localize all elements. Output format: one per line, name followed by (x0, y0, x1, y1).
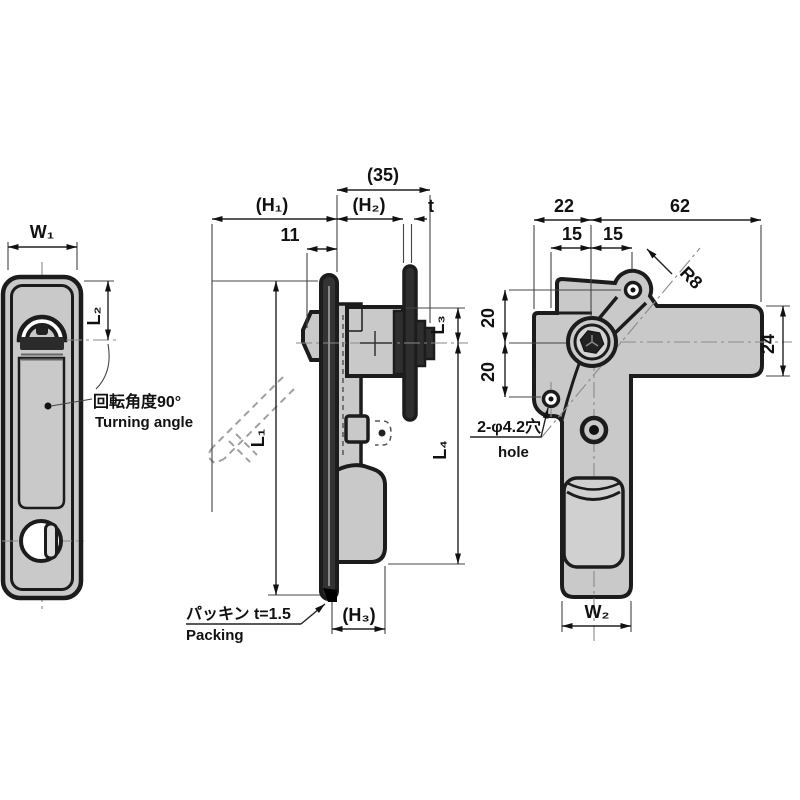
dim-label-20a: 20 (478, 308, 498, 328)
latch-lower-body (335, 463, 387, 564)
leader-dot (44, 402, 52, 410)
handle-rear-arc (566, 481, 621, 491)
dim-label-62: 62 (670, 196, 690, 216)
handle-front-inner-rim (10, 284, 74, 591)
dim-label-r8: R8 (676, 263, 706, 293)
holes-annotation: 2-φ4.2穴 hole (470, 407, 549, 461)
hidden-keyway-dot (378, 429, 386, 437)
dim-r8: R8 (646, 248, 706, 293)
turning-angle-en: Turning angle (95, 414, 193, 431)
packing-label-jp: パッキン t=1.5 (186, 605, 291, 623)
dim-20-20: 20 20 (478, 289, 621, 398)
turning-angle-annotation: 回転角度90° Turning angle (44, 392, 193, 431)
mounting-hole-upper-center (630, 287, 636, 293)
dim-label-11: 11 (280, 225, 299, 245)
dim-15-15: 15 15 (550, 224, 633, 308)
dim-label-h2: (H₂) (353, 195, 386, 215)
holes-label-en: hole (498, 444, 529, 461)
open-handle-phantom (208, 376, 295, 465)
dim-label-20b: 20 (478, 362, 498, 382)
key-slot (44, 522, 58, 560)
grip-serration-band (20, 337, 64, 350)
hidden-keyway (375, 420, 392, 446)
dim-label-35: (35) (367, 165, 399, 185)
rear-view: 22 62 15 15 20 20 24 R8 (470, 196, 792, 643)
handle-rear-panel (562, 476, 625, 569)
holes-label-jp: 2-φ4.2穴 (477, 417, 541, 436)
dim-label-l3: L₃ (428, 315, 448, 334)
dim-label-l1: L₁ (248, 429, 268, 447)
dim-label-h1: (H₁) (256, 195, 288, 215)
dim-label-24: 24 (758, 334, 778, 354)
dim-w1: W₁ (7, 222, 78, 270)
dim-l3: L₃ (406, 307, 465, 343)
lever-edge (610, 301, 648, 338)
front-view: W₁ L₂ 回転角度90° Turning angle (0, 222, 193, 612)
lever-edge (595, 295, 619, 323)
handle-rear-arc (566, 490, 621, 501)
hex-glint (585, 335, 599, 347)
dim-label-l2: L₂ (84, 307, 104, 326)
dim-l2: L₂ (66, 280, 116, 390)
dim-label-l4: L₄ (430, 440, 450, 460)
dim-l1: L₁ (212, 280, 320, 596)
dim-24: 24 (758, 305, 790, 377)
turning-angle-jp: 回転角度90° (93, 392, 181, 411)
dim-label-w1: W₁ (30, 222, 54, 242)
packing-annotation: パッキン t=1.5 Packing (186, 603, 326, 644)
stopper-block (344, 414, 370, 444)
dim-22-62: 22 62 (533, 196, 762, 317)
dim-label-15a: 15 (562, 224, 582, 244)
dim-h3: (H₃) (331, 566, 386, 634)
side-view: (35) (H₁) (H₂) t 11 L₁ L₃ (186, 165, 468, 644)
grip-bump-side (301, 310, 323, 362)
diagonal-center-line (540, 247, 701, 439)
dim-l4: L₄ (388, 343, 465, 565)
dim-11: 11 (280, 225, 337, 328)
dim-label-t: t (428, 196, 434, 216)
dim-h1-h2-t: (H₁) (H₂) t (211, 195, 434, 512)
latch-button (36, 324, 48, 335)
dim-35: (35) (336, 165, 431, 323)
handle-front-panel (17, 356, 66, 510)
packing-wedge (323, 588, 337, 602)
dim-label-15b: 15 (603, 224, 623, 244)
dim-label-h3: (H₃) (342, 605, 375, 625)
dim-label-22: 22 (554, 196, 574, 216)
neck-curve (560, 363, 581, 421)
mounting-hole-lower-center (548, 396, 554, 402)
cylinder-rear-pin (589, 425, 599, 435)
dim-label-w2: W₂ (585, 602, 610, 622)
dim-w2: W₂ (561, 601, 632, 632)
packing-label-en: Packing (186, 627, 244, 644)
